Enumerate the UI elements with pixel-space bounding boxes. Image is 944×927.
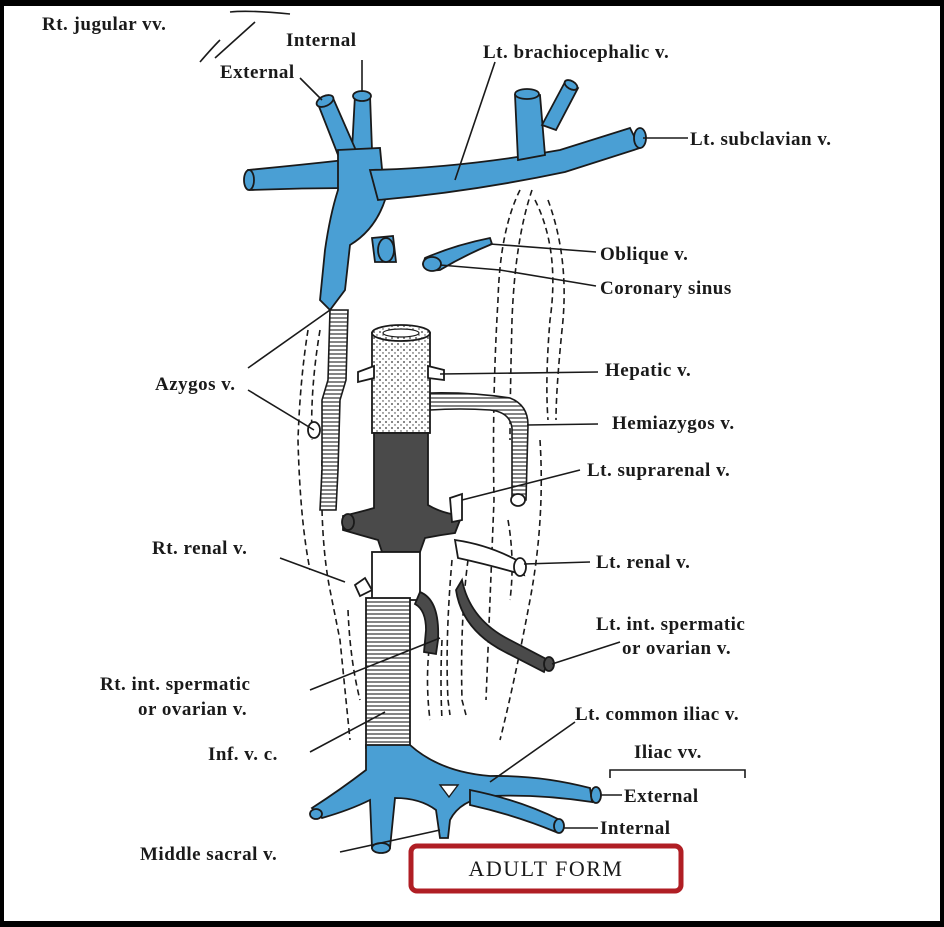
label-external-jugular: External [220,62,295,83]
label-rt-renal: Rt. renal v. [152,538,247,559]
label-coronary-sinus: Coronary sinus [600,278,732,299]
brachiocephalic-system [244,78,646,310]
label-iliac-vv: Iliac vv. [634,742,702,763]
hemiazygos-vein [430,393,528,506]
spermatic-veins [415,580,554,672]
label-internal-jugular: Internal [286,30,357,51]
label-lt-int-spermatic-1: Lt. int. spermatic [596,614,745,635]
label-lt-subclavian: Lt. subclavian v. [690,129,832,150]
adult-form-box: ADULT FORM [411,846,681,891]
azygos-vein [308,310,348,510]
label-middle-sacral: Middle sacral v. [140,844,277,865]
label-inf-vc: Inf. v. c. [208,744,278,765]
label-lt-int-spermatic-2: or ovarian v. [622,638,731,659]
label-hepatic: Hepatic v. [605,360,691,381]
iliac-system [310,745,601,853]
label-external-iliac: External [624,786,699,807]
label-hemiazygos: Hemiazygos v. [612,413,735,434]
label-rt-int-spermatic-2: or ovarian v. [138,699,247,720]
label-rt-int-spermatic-1: Rt. int. spermatic [100,674,250,695]
label-azygos: Azygos v. [155,374,236,395]
label-lt-common-iliac: Lt. common iliac v. [575,704,739,725]
label-lt-suprarenal: Lt. suprarenal v. [587,460,730,481]
label-oblique-v: Oblique v. [600,244,688,265]
label-lt-renal: Lt. renal v. [596,552,690,573]
label-lt-brachiocephalic: Lt. brachiocephalic v. [483,42,669,63]
label-rt-jugular: Rt. jugular vv. [42,14,166,35]
adult-form-title: ADULT FORM [469,856,624,881]
inferior-vena-cava [342,325,526,748]
label-internal-iliac: Internal [600,818,671,839]
